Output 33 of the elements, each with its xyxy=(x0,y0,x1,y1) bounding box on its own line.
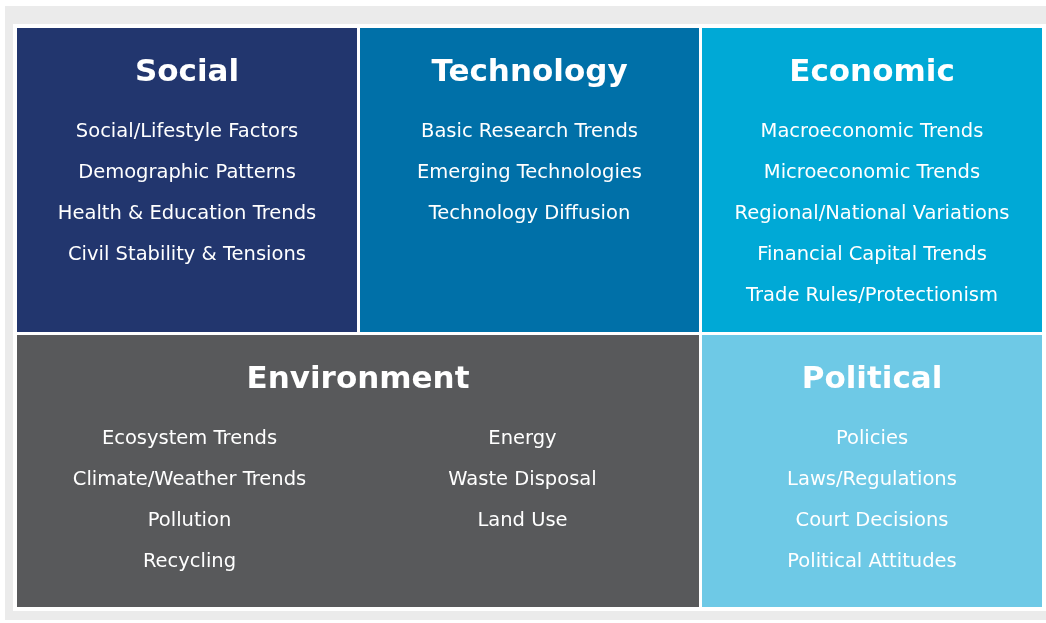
list-item: Land Use xyxy=(476,507,569,533)
list-item: Social/Lifestyle Factors xyxy=(74,118,300,144)
list-item: Trade Rules/Protectionism xyxy=(745,282,999,308)
list-item: Financial Capital Trends xyxy=(756,241,988,267)
list-item: Civil Stability & Tensions xyxy=(67,241,307,267)
list-item: Ecosystem Trends xyxy=(100,425,279,451)
panel-heading: Social xyxy=(133,52,241,88)
panel-heading: Technology xyxy=(430,52,629,88)
list-item: Political Attitudes xyxy=(786,548,958,574)
panel-heading: Political xyxy=(800,359,944,395)
list-item: Policies xyxy=(834,425,910,451)
list-item: Macroeconomic Trends xyxy=(759,118,985,144)
list-item: Basic Research Trends xyxy=(420,118,639,144)
list-item: Laws/Regulations xyxy=(786,466,958,492)
category-panel xyxy=(360,28,699,332)
list-item: Recycling xyxy=(141,548,238,574)
list-item: Emerging Technologies xyxy=(416,159,643,185)
list-item: Regional/National Variations xyxy=(733,200,1011,226)
list-item: Waste Disposal xyxy=(447,466,598,492)
list-item: Technology Diffusion xyxy=(427,200,632,226)
panel-heading: Economic xyxy=(788,52,956,88)
category-panel xyxy=(17,335,699,607)
category-panel xyxy=(17,28,357,332)
list-item: Court Decisions xyxy=(794,507,950,533)
category-panel xyxy=(702,28,1042,332)
list-item: Health & Education Trends xyxy=(56,200,318,226)
category-panel xyxy=(702,335,1042,607)
list-item: Demographic Patterns xyxy=(77,159,297,185)
panel-heading: Environment xyxy=(245,359,471,395)
list-item: Energy xyxy=(487,425,558,451)
list-item: Microeconomic Trends xyxy=(762,159,982,185)
list-item: Climate/Weather Trends xyxy=(71,466,308,492)
list-item: Pollution xyxy=(146,507,233,533)
